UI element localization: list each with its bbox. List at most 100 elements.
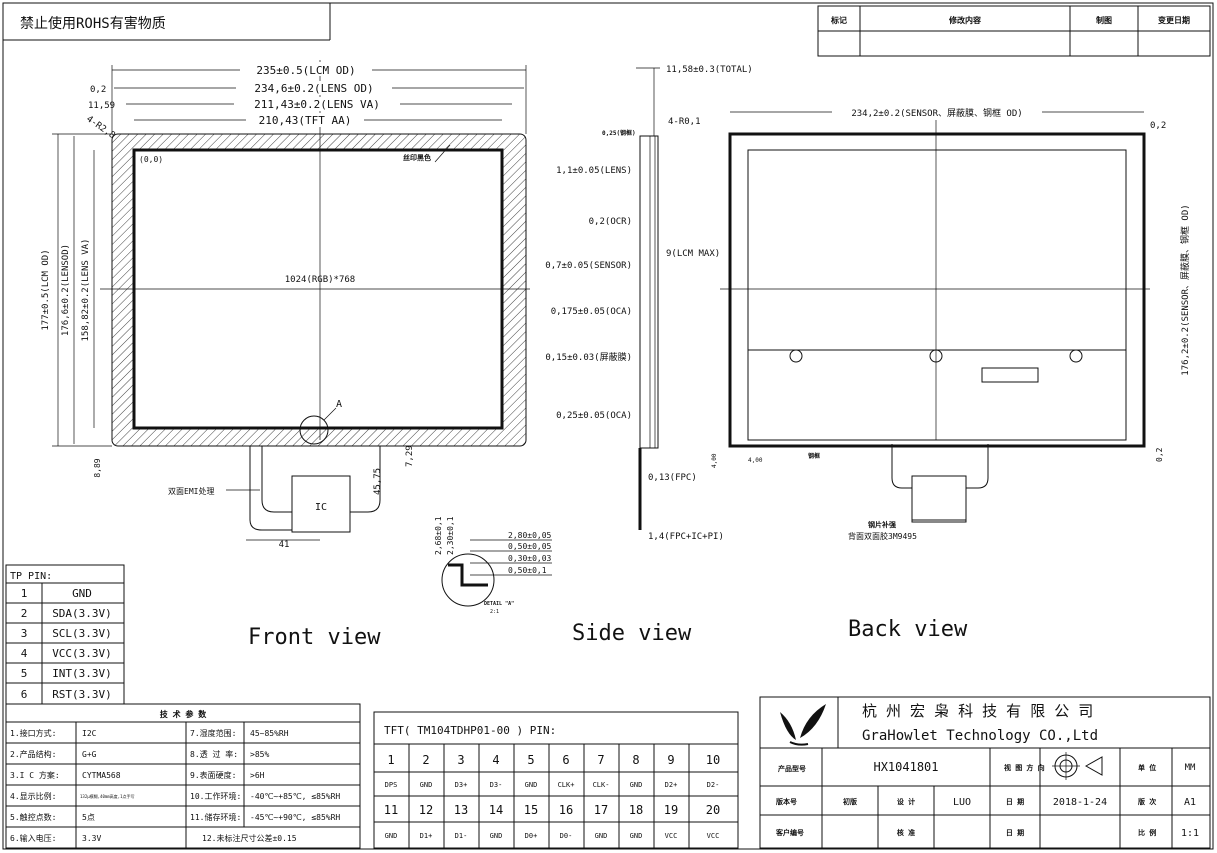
svg-text:1: 1 xyxy=(387,753,394,767)
svg-text:11.储存环境:: 11.储存环境: xyxy=(190,812,241,822)
svg-text:9(LCM MAX): 9(LCM MAX) xyxy=(666,249,720,259)
dim-lcm-od: 235±0.5(LCM OD) xyxy=(256,64,355,77)
rohs-note: 禁止使用ROHS有害物质 xyxy=(20,15,166,32)
svg-text:单 位: 单 位 xyxy=(1138,763,1156,772)
company-name-en: GraHowlet Technology CO.,Ltd xyxy=(862,728,1098,744)
svg-text:CLK-: CLK- xyxy=(593,781,610,789)
svg-text:GND: GND xyxy=(630,781,643,789)
svg-text:GND: GND xyxy=(525,781,538,789)
svg-text:0,15±0.03(屏蔽膜): 0,15±0.03(屏蔽膜) xyxy=(545,351,632,363)
svg-text:双面EMI处理: 双面EMI处理 xyxy=(168,486,214,496)
svg-text:-45℃~+90℃, ≤85%RH: -45℃~+90℃, ≤85%RH xyxy=(250,813,340,822)
svg-text:20: 20 xyxy=(706,803,720,817)
revision-table: 标记 修改内容 制图 变更日期 xyxy=(817,5,1211,57)
svg-text:核 准: 核 准 xyxy=(897,828,915,837)
spec-table: 技 术 参 数 1.接口方式: I2C 7.湿度范围: 45~85%RH 2.产… xyxy=(5,703,361,849)
svg-text:4.显示比例:: 4.显示比例: xyxy=(10,791,56,801)
svg-text:TP PIN:: TP PIN: xyxy=(10,571,52,582)
title-block: 杭 州 宏 枭 科 技 有 限 公 司 GraHowlet Technology… xyxy=(759,696,1211,849)
svg-text:SCL(3.3V): SCL(3.3V) xyxy=(52,627,112,640)
svg-text:15: 15 xyxy=(524,803,538,817)
side-view: 11,58±0.3(TOTAL) 4-R0,1 0,25(钢框) 1,1±0.0… xyxy=(545,65,752,646)
svg-text:11: 11 xyxy=(384,803,398,817)
svg-text:制图: 制图 xyxy=(1096,15,1112,25)
svg-text:2,68±0,1: 2,68±0,1 xyxy=(434,516,443,555)
svg-text:17: 17 xyxy=(594,803,608,817)
svg-text:A1: A1 xyxy=(1184,797,1196,808)
svg-text:0,50±0,05: 0,50±0,05 xyxy=(508,542,552,551)
svg-text:4-R0,1: 4-R0,1 xyxy=(668,117,701,127)
svg-text:6: 6 xyxy=(562,753,569,767)
detail-a-circle xyxy=(299,415,329,445)
svg-text:VCC: VCC xyxy=(665,832,678,840)
svg-text:5: 5 xyxy=(527,753,534,767)
svg-text:钢片补强: 钢片补强 xyxy=(868,520,896,529)
svg-text:45,75: 45,75 xyxy=(373,468,383,495)
svg-text:D3+: D3+ xyxy=(455,781,468,789)
svg-text:10: 10 xyxy=(706,753,720,767)
svg-text:版本号: 版本号 xyxy=(776,797,797,806)
svg-text:GND: GND xyxy=(630,832,643,840)
svg-text:41: 41 xyxy=(279,540,290,550)
svg-text:初版: 初版 xyxy=(843,797,857,806)
svg-text:D1+: D1+ xyxy=(420,832,433,840)
svg-text:修改内容: 修改内容 xyxy=(948,15,981,25)
svg-text:12.未标注尺寸公差±0.15: 12.未标注尺寸公差±0.15 xyxy=(202,833,297,843)
svg-text:8: 8 xyxy=(632,753,639,767)
svg-text:DPS: DPS xyxy=(385,781,398,789)
tft-pin-table: TFT( TM104TDHP01-00 ) PIN: 1 2 3 4 5 6 7… xyxy=(373,711,739,849)
product-number: HX1041801 xyxy=(873,760,938,774)
dim-tft-aa: 210,43(TFT AA) xyxy=(259,114,352,127)
svg-text:SDA(3.3V): SDA(3.3V) xyxy=(52,607,112,620)
svg-text:丝印黑色: 丝印黑色 xyxy=(403,153,431,162)
svg-text:INT(3.3V): INT(3.3V) xyxy=(52,667,112,680)
svg-text:CYTMA568: CYTMA568 xyxy=(82,771,121,780)
svg-text:0,7±0.05(SENSOR): 0,7±0.05(SENSOR) xyxy=(545,261,632,271)
svg-text:0,2: 0,2 xyxy=(1155,447,1164,462)
svg-text:0,50±0,1: 0,50±0,1 xyxy=(508,566,547,575)
svg-text:D2+: D2+ xyxy=(665,781,678,789)
svg-text:>6H: >6H xyxy=(250,771,265,780)
svg-text:G+G: G+G xyxy=(82,750,97,759)
dim-v-lens-od: 176,6±0.2(LENSOD) xyxy=(61,244,71,336)
svg-text:10.工作环境:: 10.工作环境: xyxy=(190,791,241,801)
svg-text:日 期: 日 期 xyxy=(1006,828,1024,837)
svg-text:4,00: 4,00 xyxy=(748,457,763,464)
svg-text:7: 7 xyxy=(597,753,604,767)
svg-text:0,13(FPC): 0,13(FPC) xyxy=(648,473,697,483)
front-view-label: Front view xyxy=(248,625,381,650)
svg-text:0,25±0.05(OCA): 0,25±0.05(OCA) xyxy=(556,411,632,421)
company-logo-icon xyxy=(780,704,826,746)
svg-text:1,4(FPC+IC+PI): 1,4(FPC+IC+PI) xyxy=(648,532,724,542)
back-outline xyxy=(728,132,1146,448)
svg-text:6: 6 xyxy=(21,688,28,701)
svg-text:VCC: VCC xyxy=(707,832,720,840)
svg-text:D0-: D0- xyxy=(560,832,573,840)
svg-text:2: 2 xyxy=(422,753,429,767)
svg-text:背面双面胶3M9495: 背面双面胶3M9495 xyxy=(848,531,917,541)
svg-text:日 期: 日 期 xyxy=(1006,797,1024,806)
svg-text:A: A xyxy=(336,399,342,410)
svg-text:技 术 参 数: 技 术 参 数 xyxy=(160,709,207,719)
svg-text:变更日期: 变更日期 xyxy=(1158,15,1190,25)
svg-text:1.接口方式:: 1.接口方式: xyxy=(10,728,56,738)
resolution-label: 1024(RGB)*768 xyxy=(285,275,355,285)
svg-text:-40℃~+85℃, ≤85%RH: -40℃~+85℃, ≤85%RH xyxy=(250,792,340,801)
svg-text:14: 14 xyxy=(489,803,503,817)
svg-text:4: 4 xyxy=(492,753,499,767)
svg-text:D2-: D2- xyxy=(707,781,720,789)
side-view-label: Side view xyxy=(572,621,692,646)
svg-text:1:1: 1:1 xyxy=(1181,828,1199,839)
svg-text:RST(3.3V): RST(3.3V) xyxy=(52,688,112,701)
svg-text:7.湿度范围:: 7.湿度范围: xyxy=(190,728,236,738)
svg-text:12: 12 xyxy=(419,803,433,817)
svg-text:5.触控点数:: 5.触控点数: xyxy=(10,812,56,822)
company-name-cn: 杭 州 宏 枭 科 技 有 限 公 司 xyxy=(862,702,1093,720)
back-view-label: Back view xyxy=(848,617,968,642)
svg-text:I2C: I2C xyxy=(82,729,97,738)
svg-text:>85%: >85% xyxy=(250,750,269,759)
svg-text:0,2: 0,2 xyxy=(1150,121,1166,131)
svg-text:11,58±0.3(TOTAL): 11,58±0.3(TOTAL) xyxy=(666,65,753,75)
